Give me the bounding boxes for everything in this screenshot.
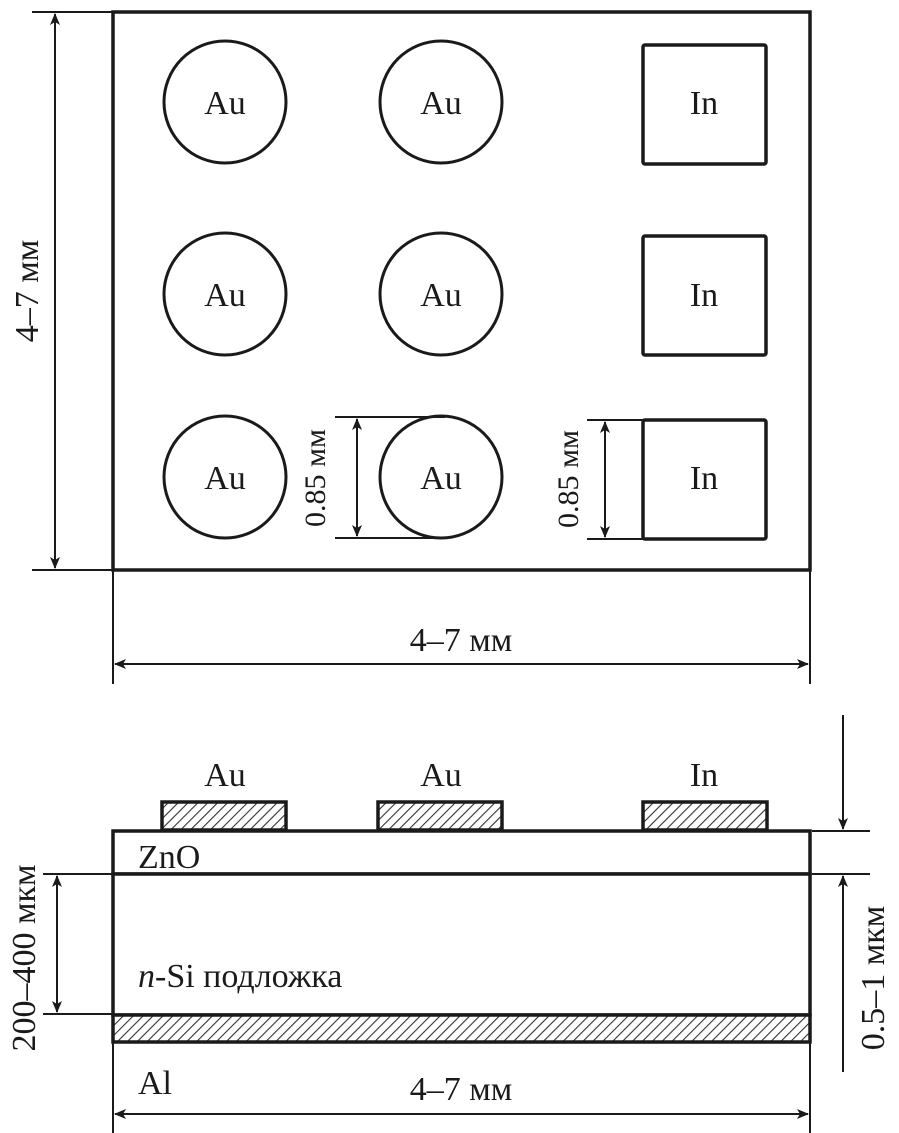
au-contact: Au bbox=[162, 39, 288, 165]
in-contact: In bbox=[641, 43, 768, 166]
width-dimension: 4–7 мм bbox=[112, 570, 811, 684]
top-view: Au Au Au Au Au Au In In bbox=[9, 10, 812, 684]
substrate-thickness-label: 200–400 мкм bbox=[6, 864, 43, 1051]
au-contact-pad: Au bbox=[376, 757, 504, 832]
cross-width-dimension: 4–7 мм bbox=[112, 1042, 811, 1133]
au-contact-label: Au bbox=[204, 460, 246, 497]
au-contact-label: Au bbox=[420, 460, 462, 497]
in-contact-label: In bbox=[690, 277, 718, 314]
cross-width-label: 4–7 мм bbox=[410, 1071, 513, 1108]
au-contact-label: Au bbox=[204, 85, 246, 122]
in-contact: In bbox=[641, 234, 768, 357]
al-label: Al bbox=[138, 1065, 172, 1102]
height-dimension-label: 4–7 мм bbox=[9, 240, 46, 343]
width-dimension-label: 4–7 мм bbox=[410, 622, 513, 659]
circle-diameter-dimension: 0.85 мм bbox=[299, 416, 445, 539]
circle-diameter-label: 0.85 мм bbox=[299, 429, 332, 527]
au-contact: Au bbox=[378, 231, 504, 357]
cross-section: Au Au In ZnO n-Si подложка Al bbox=[6, 715, 892, 1133]
au-contact-label: Au bbox=[204, 277, 246, 314]
au-contact: Au bbox=[162, 414, 288, 540]
au-contact-label: Au bbox=[420, 277, 462, 314]
in-contact-label: In bbox=[690, 85, 718, 122]
au-contact: Au bbox=[378, 414, 504, 540]
au-pad-label: Au bbox=[420, 757, 462, 794]
substrate-label-rest: -Si подложка bbox=[155, 958, 342, 995]
au-pad-label: Au bbox=[204, 757, 246, 794]
square-side-label: 0.85 мм bbox=[552, 430, 585, 528]
au-contact: Au bbox=[162, 231, 288, 357]
si-substrate: n-Si подложка bbox=[111, 872, 812, 1017]
au-contact-pad: Au bbox=[160, 757, 288, 832]
chip-outline bbox=[111, 10, 812, 572]
in-contact: In bbox=[641, 418, 768, 541]
substrate-thickness-dimension: 200–400 мкм bbox=[6, 864, 113, 1052]
zno-layer: ZnO bbox=[111, 829, 812, 876]
square-side-dimension: 0.85 мм bbox=[552, 419, 643, 540]
zno-layer-label: ZnO bbox=[138, 839, 200, 876]
height-dimension: 4–7 мм bbox=[9, 11, 113, 571]
substrate-label-italic: n bbox=[138, 958, 155, 995]
in-contact-pad: In bbox=[641, 757, 769, 832]
zno-thickness-dimension: 0.5–1 мкм bbox=[812, 715, 892, 1072]
al-back-contact: Al bbox=[111, 1013, 812, 1102]
zno-thickness-label: 0.5–1 мкм bbox=[855, 906, 892, 1051]
substrate-label: n-Si подложка bbox=[138, 958, 342, 995]
au-contact: Au bbox=[378, 39, 504, 165]
in-pad-label: In bbox=[690, 757, 718, 794]
in-contact-label: In bbox=[690, 460, 718, 497]
au-contact-label: Au bbox=[420, 85, 462, 122]
